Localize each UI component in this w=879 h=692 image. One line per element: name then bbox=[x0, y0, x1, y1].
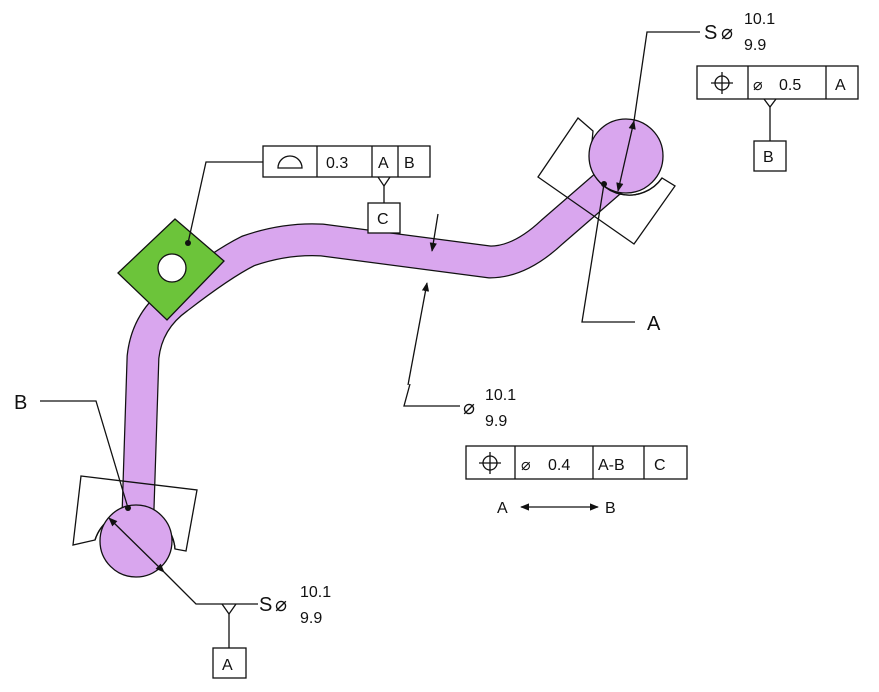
top-feature-control-frame: ⌀ 0.5 A B bbox=[696, 65, 859, 172]
tube-diameter-lower: 9.9 bbox=[485, 413, 507, 430]
mounting-bracket bbox=[117, 218, 225, 321]
tube-fcf-diameter-symbol: ⌀ bbox=[521, 457, 531, 474]
bottom-ball-prefix: S bbox=[259, 594, 272, 616]
tube-diameter-symbol: ⌀ bbox=[463, 397, 475, 419]
tube-diameter-dimension: ⌀ 10.1 9.9 bbox=[403, 213, 516, 430]
leader-b: B bbox=[14, 392, 131, 511]
bottom-ball-dimension: A S ⌀ 10.1 9.9 bbox=[108, 517, 331, 679]
leader-a: A bbox=[581, 181, 661, 335]
position-icon bbox=[711, 72, 733, 94]
tube-fcf-datum-ab: A-B bbox=[598, 457, 625, 474]
position-icon bbox=[479, 452, 501, 474]
between-indicator: A B bbox=[497, 500, 616, 517]
top-fcf-tolerance: 0.5 bbox=[779, 77, 801, 94]
profile-fcf-datum-a: A bbox=[378, 155, 389, 172]
top-fcf-datum-ref: A bbox=[835, 77, 846, 94]
top-datum-b: B bbox=[763, 149, 774, 166]
bottom-datum-a: A bbox=[222, 657, 233, 674]
top-ball-diameter-symbol: ⌀ bbox=[721, 22, 733, 44]
profile-datum-c: C bbox=[377, 211, 389, 228]
tube-fcf-tolerance: 0.4 bbox=[548, 457, 570, 474]
top-ball-upper-limit: 10.1 bbox=[744, 11, 775, 28]
profile-fcf-tolerance: 0.3 bbox=[326, 155, 348, 172]
profile-fcf-datum-b: B bbox=[404, 155, 415, 172]
tube-diameter-upper: 10.1 bbox=[485, 387, 516, 404]
bottom-ball-lower-limit: 9.9 bbox=[300, 610, 322, 627]
leader-b-label: B bbox=[14, 392, 27, 414]
between-from: A bbox=[497, 500, 508, 517]
profile-of-surface-icon bbox=[277, 155, 303, 169]
bottom-ball bbox=[99, 504, 173, 578]
leader-a-label: A bbox=[647, 313, 661, 335]
tube-fcf-datum-c: C bbox=[654, 457, 666, 474]
between-to: B bbox=[605, 500, 616, 517]
profile-feature-control-frame: 0.3 A B C bbox=[185, 145, 431, 246]
bottom-ball-upper-limit: 10.1 bbox=[300, 584, 331, 601]
tube-feature-control-frame: ⌀ 0.4 A-B C bbox=[465, 445, 688, 480]
bottom-ball-diameter-symbol: ⌀ bbox=[275, 594, 287, 616]
top-fcf-diameter-symbol: ⌀ bbox=[753, 77, 763, 94]
top-ball-lower-limit: 9.9 bbox=[744, 37, 766, 54]
top-ball-prefix: S bbox=[704, 22, 717, 44]
top-ball-dimension: S ⌀ 10.1 9.9 bbox=[616, 11, 775, 192]
